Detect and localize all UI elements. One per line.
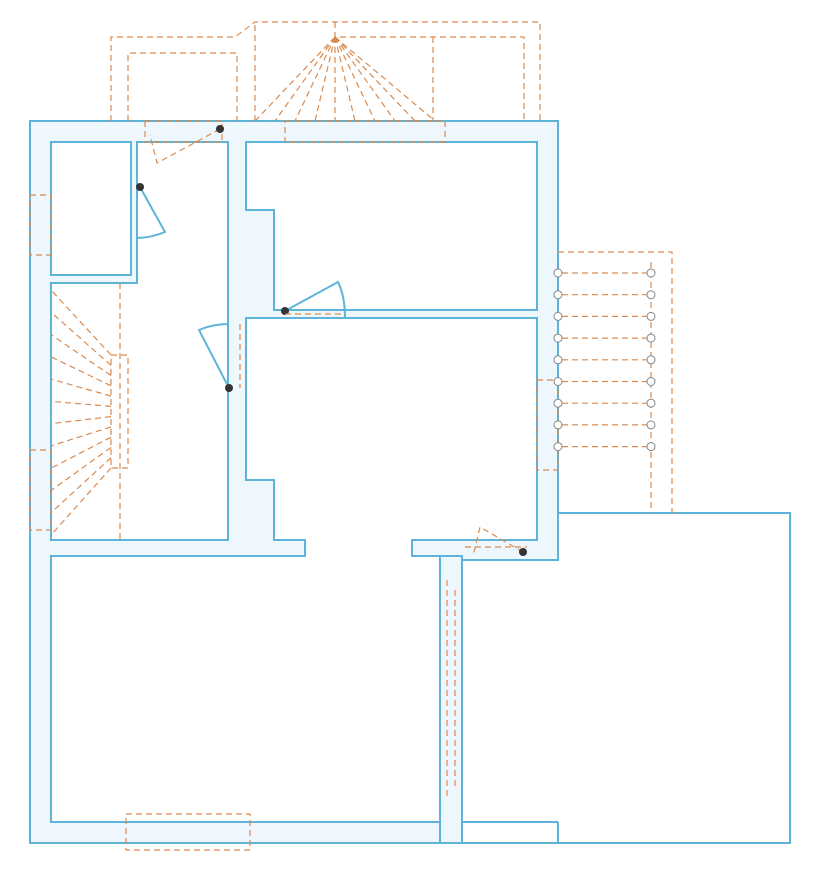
window-west-1 xyxy=(29,194,52,256)
stair-step xyxy=(334,36,376,122)
room-east-lower xyxy=(462,561,559,822)
stair-step xyxy=(50,378,112,397)
deck-post-icon xyxy=(553,311,563,321)
stair-step xyxy=(334,36,416,122)
stair-step xyxy=(50,426,112,447)
partition-wall xyxy=(439,555,463,844)
window-north xyxy=(284,120,446,143)
stair-step xyxy=(50,289,112,356)
room-closet xyxy=(50,141,132,276)
room-hall xyxy=(50,141,229,541)
deck-post-icon xyxy=(553,290,563,300)
deck-post-icon xyxy=(646,311,656,321)
deck-post-icon xyxy=(646,398,656,408)
stair-step xyxy=(50,446,112,491)
deck-post-icon xyxy=(553,420,563,430)
stair-step xyxy=(50,311,112,366)
door-hinge-icon xyxy=(216,125,224,133)
stair-step xyxy=(50,356,112,387)
room-north xyxy=(245,141,538,311)
door-south-east xyxy=(465,526,527,557)
stair-step xyxy=(50,400,112,407)
stair-step xyxy=(50,416,112,425)
stair-step xyxy=(50,467,112,536)
door-north-entry xyxy=(149,125,224,164)
window-west-2 xyxy=(29,449,52,531)
stair-step xyxy=(50,334,112,377)
room-main xyxy=(50,317,538,823)
deck-post-icon xyxy=(646,333,656,343)
deck-post-icon xyxy=(553,398,563,408)
room-east-extension xyxy=(557,512,791,844)
stair-step xyxy=(314,36,336,122)
deck-post-icon xyxy=(646,290,656,300)
door-closet xyxy=(136,183,167,239)
deck-post-icon xyxy=(553,442,563,452)
deck-post-icon xyxy=(553,377,563,386)
stair-step xyxy=(274,36,336,122)
deck-post-icon xyxy=(553,355,563,365)
stairs-north xyxy=(254,36,436,122)
stair-step xyxy=(334,36,396,122)
door-main-room xyxy=(197,323,241,392)
stair-step xyxy=(334,36,436,122)
stair-step xyxy=(50,457,112,514)
stair-step xyxy=(294,36,336,122)
stairs-west xyxy=(50,283,129,540)
door-north-room xyxy=(281,280,346,319)
window-south xyxy=(125,813,251,851)
deck-post-icon xyxy=(553,333,563,343)
deck-post-icon xyxy=(646,268,656,278)
stair-step xyxy=(50,436,112,469)
deck-post-icon xyxy=(646,420,656,430)
deck-post-icon xyxy=(646,377,656,386)
doorway-north xyxy=(144,120,223,143)
deck-post-icon xyxy=(646,442,656,452)
north-porch xyxy=(110,21,541,122)
stair-step xyxy=(254,36,336,122)
stair-step xyxy=(334,36,356,122)
east-deck xyxy=(553,251,673,513)
deck-post-icon xyxy=(646,355,656,365)
deck-post-icon xyxy=(553,268,563,278)
